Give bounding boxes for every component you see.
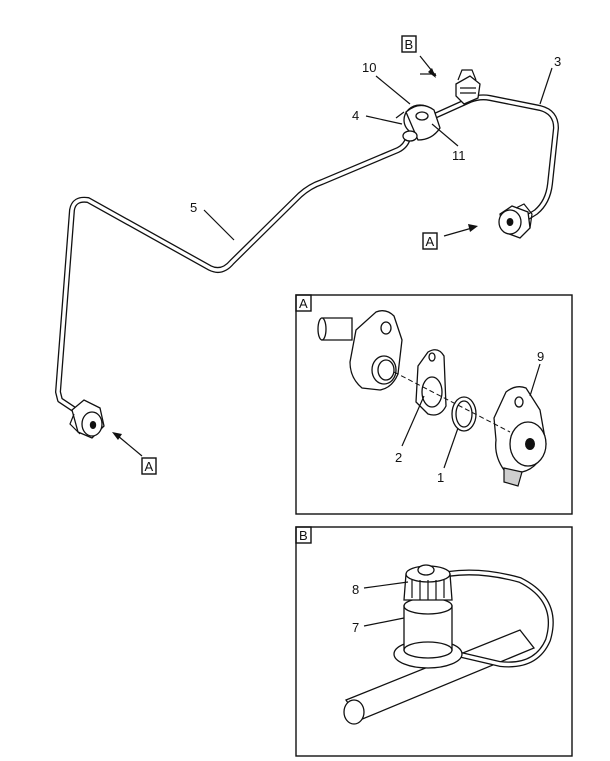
left-end-fitting [69, 399, 105, 439]
top-fitting [455, 69, 481, 105]
detail-b-tag-box [295, 526, 312, 544]
detail-b-tag: B [299, 528, 308, 543]
main-leaders [203, 67, 553, 241]
detail-b-frame [295, 526, 573, 757]
detail-a-panel: A [295, 294, 573, 515]
view-a-label-box-right [422, 232, 438, 250]
view-arrows [112, 55, 478, 457]
callout-8: 8 [352, 582, 359, 597]
callout-10: 10 [362, 60, 376, 75]
right-end-fitting [498, 203, 533, 239]
banjo-fitting [395, 104, 441, 142]
view-b-label-box [401, 35, 417, 53]
callout-2: 2 [395, 450, 402, 465]
view-b-label: B [405, 37, 414, 52]
detail-a-frame [295, 294, 573, 515]
callout-3: 3 [554, 54, 561, 69]
callout-1: 1 [437, 470, 444, 485]
callout-11: 11 [452, 148, 466, 163]
callout-7: 7 [352, 620, 359, 635]
detail-a-tag: A [299, 296, 308, 311]
tube-assembly [55, 94, 559, 415]
view-a-label-right: A [426, 234, 435, 249]
callout-5: 5 [190, 200, 197, 215]
detail-a-tag-box [295, 294, 312, 312]
callout-4: 4 [352, 108, 359, 123]
callout-9: 9 [537, 349, 544, 364]
view-a-label-left: A [145, 459, 154, 474]
view-a-label-box-left [141, 457, 157, 475]
detail-b-panel: B [295, 526, 573, 757]
